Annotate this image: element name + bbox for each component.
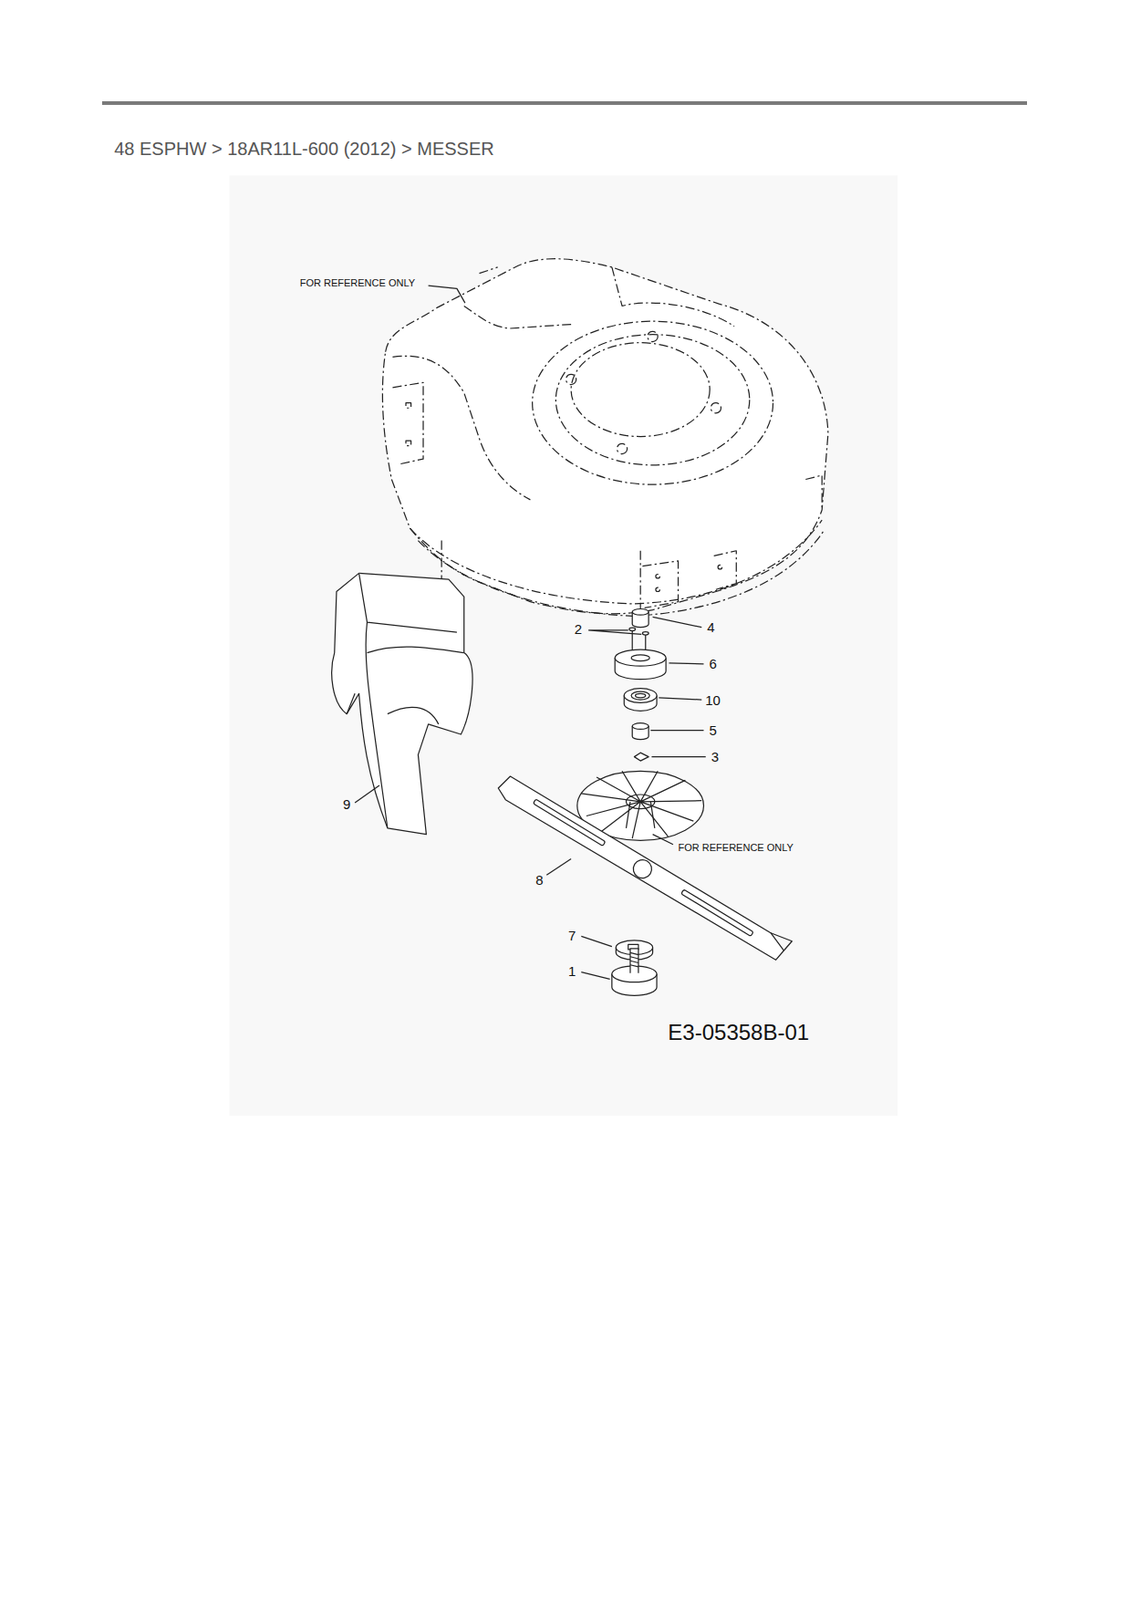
breadcrumb-title: 48 ESPHW > 18AR11L-600 (2012) > MESSER bbox=[114, 139, 495, 158]
deflector-part bbox=[332, 572, 473, 834]
leader-line bbox=[653, 834, 674, 845]
screw-part bbox=[629, 627, 649, 653]
callout-number: 7 bbox=[568, 928, 576, 943]
reference-note: FOR REFERENCE ONLY bbox=[678, 842, 794, 853]
leader-line bbox=[428, 285, 466, 303]
adapter-part bbox=[614, 649, 666, 679]
callout-number: 10 bbox=[705, 693, 721, 707]
callout-number: 1 bbox=[568, 964, 576, 978]
callout-number: 9 bbox=[342, 797, 351, 811]
leader-line bbox=[354, 616, 706, 979]
callout-number: 6 bbox=[708, 656, 716, 671]
header-rule bbox=[102, 101, 1028, 105]
drawing-number: E3-05358B-01 bbox=[667, 1021, 810, 1044]
callout-number: 8 bbox=[535, 872, 543, 887]
callout-number: 4 bbox=[706, 620, 715, 634]
drawing-ground bbox=[229, 175, 898, 1116]
centre-line bbox=[441, 540, 443, 580]
spacer-part bbox=[632, 609, 649, 628]
spacer-part bbox=[632, 723, 649, 740]
key-part bbox=[633, 752, 649, 761]
callout-number: 3 bbox=[711, 749, 719, 764]
centre-line bbox=[640, 550, 642, 611]
bearing-part bbox=[623, 688, 657, 712]
callout-number: 2 bbox=[574, 622, 582, 636]
mower-deck bbox=[382, 259, 828, 617]
blade-part bbox=[495, 768, 793, 965]
reference-note: FOR REFERENCE ONLY bbox=[300, 278, 416, 289]
callout-number: 5 bbox=[708, 723, 716, 737]
bolt-part bbox=[612, 948, 657, 996]
